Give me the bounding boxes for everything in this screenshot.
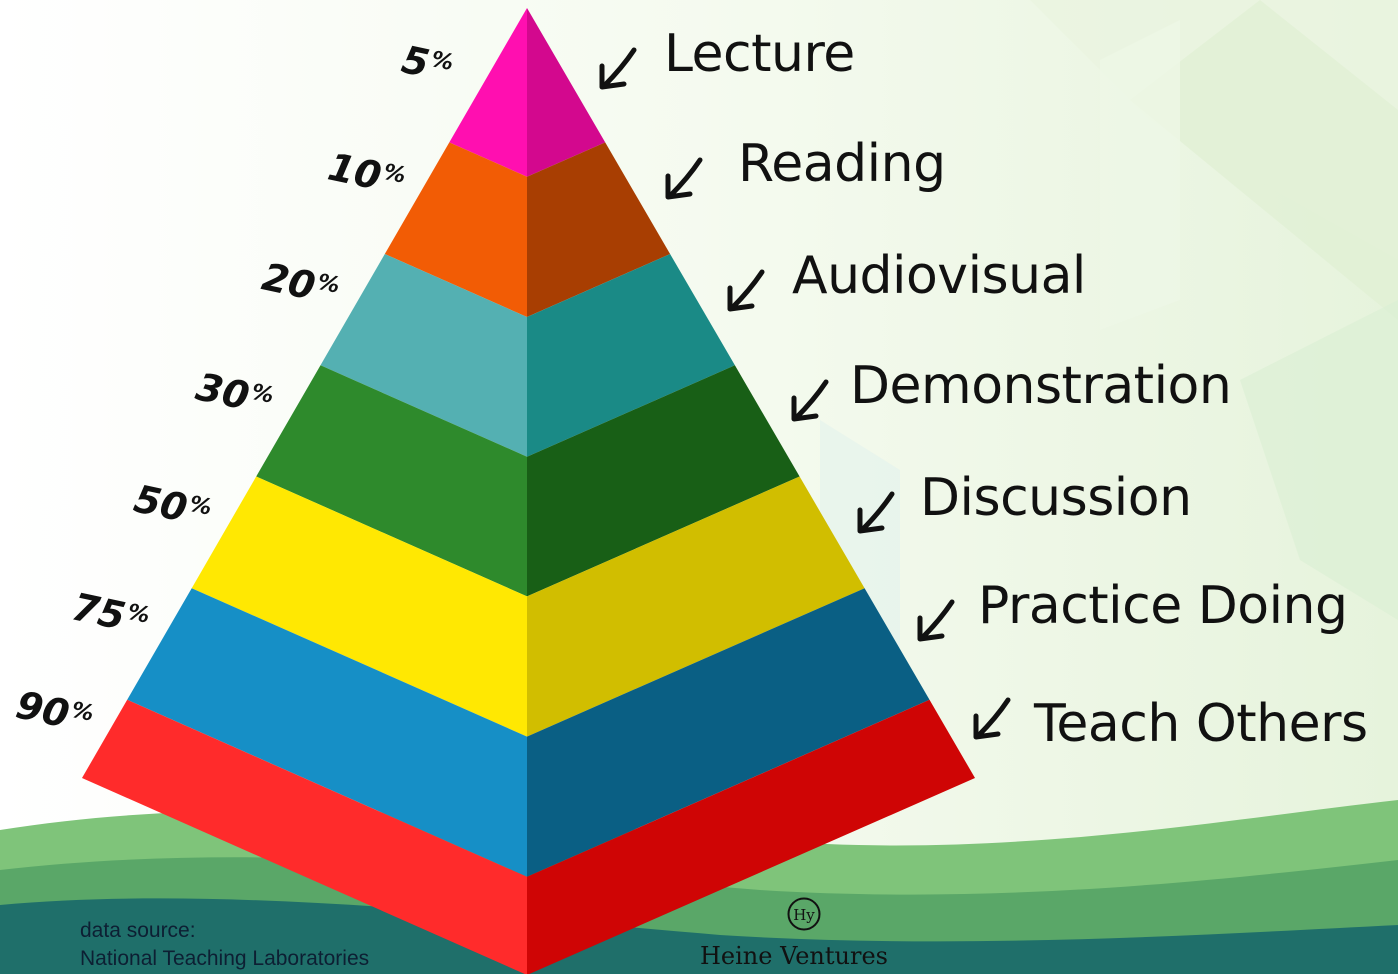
level-label-5: Discussion [920, 468, 1192, 528]
pyramid-tier-3-right [527, 254, 735, 457]
pyramid-tier-7-right [527, 699, 975, 974]
arrow-down-left-icon [917, 599, 955, 642]
data-source-note: data source: National Teaching Laborator… [80, 917, 369, 973]
level-label-3: Audiovisual [792, 246, 1086, 306]
pyramid-tier-7-left [82, 699, 527, 974]
pyramid-tier-3-left [320, 254, 527, 457]
pyramid [82, 8, 975, 974]
arrow-down-left-icon [599, 47, 637, 90]
pyramid-tier-5-right [527, 476, 865, 737]
level-label-7: Teach Others [1034, 694, 1368, 754]
source-line-2: National Teaching Laboratories [80, 947, 370, 970]
pyramid-tier-1-left [449, 8, 527, 177]
arrow-down-left-icon [727, 269, 765, 312]
logo-text: Heine Ventures [700, 942, 888, 970]
level-label-6: Practice Doing [978, 576, 1348, 636]
pyramid-tier-1-right [527, 8, 606, 177]
arrow-down-left-icon [857, 491, 895, 534]
level-label-4: Demonstration [850, 356, 1232, 416]
pyramid-tier-5-left [191, 476, 527, 737]
pyramid-tier-6-right [527, 588, 930, 877]
arrow-down-left-icon [791, 379, 829, 422]
logo-mark-text: Hy [793, 906, 815, 924]
arrow-down-left-icon [973, 697, 1011, 740]
source-line-1: data source: [80, 919, 196, 942]
pyramid-tier-2-right [527, 142, 671, 317]
pyramid-tier-4-right [527, 365, 800, 597]
logo-icon: Hy [787, 897, 821, 931]
level-label-1: Lecture [664, 24, 855, 84]
level-label-2: Reading [738, 134, 946, 194]
pyramid-tier-2-left [384, 142, 527, 317]
pyramid-tier-4-left [256, 365, 527, 597]
pyramid-tier-6-left [127, 588, 527, 877]
arrow-down-left-icon [665, 157, 703, 200]
